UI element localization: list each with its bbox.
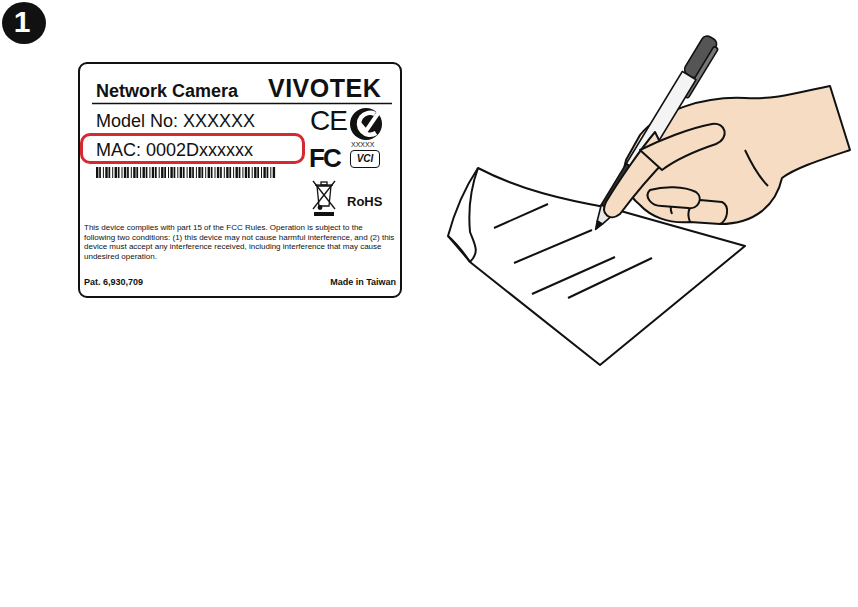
paper-sheet xyxy=(448,168,745,365)
fcc-mark: FC xyxy=(309,144,340,172)
weee-bin-symbol xyxy=(313,181,335,216)
mac-address: MAC: 0002Dxxxxxx xyxy=(96,139,253,161)
barcode xyxy=(96,167,275,178)
product-label: Network Camera VIVOTEK Model No: XXXXXX Thi… xyxy=(78,62,402,298)
vci-code: XXXXX xyxy=(351,141,374,149)
fingers xyxy=(604,124,725,217)
rohs-mark: RoHS xyxy=(347,194,382,209)
fcc-statement: This device complies with part 15 of the… xyxy=(84,223,396,261)
model-number: Model No: XXXXXX xyxy=(96,111,255,132)
patent-number: Pat. 6,930,709 xyxy=(84,277,143,288)
product-heading: Network Camera xyxy=(96,81,238,102)
callout-number-badge: 1 xyxy=(2,2,46,44)
mac-highlight-box: MAC: 0002Dxxxxxx xyxy=(80,133,305,164)
origin-note: Made in Taiwan xyxy=(330,277,396,288)
vci-mark: VCI xyxy=(350,150,380,168)
brand-name: VIVOTEK xyxy=(268,74,381,102)
heading-rule xyxy=(92,103,392,105)
hand xyxy=(624,86,850,224)
c-tick-mark xyxy=(350,108,382,140)
ce-mark: CE xyxy=(310,106,347,136)
callout-number: 1 xyxy=(2,2,42,42)
